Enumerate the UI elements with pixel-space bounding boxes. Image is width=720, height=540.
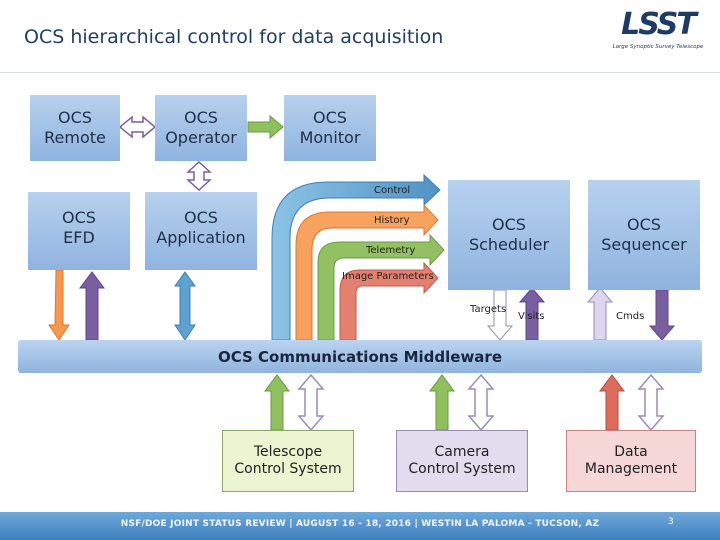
- box-line: Scheduler: [468, 235, 550, 254]
- middleware-bar: OCS Communications Middleware: [18, 340, 702, 373]
- box-line: EFD: [63, 228, 95, 247]
- camera-green-arrow: [429, 374, 455, 431]
- targets-label: Targets: [470, 304, 507, 315]
- camera-white-arrow: [467, 373, 495, 432]
- visits-arrow: [518, 287, 546, 341]
- data-salmon-arrow: [599, 374, 625, 431]
- box-line: Management: [584, 461, 678, 477]
- data-white-arrow: [637, 373, 665, 432]
- telemetry-arrow: [317, 233, 445, 341]
- visits-label: Visits: [518, 311, 545, 322]
- operator-application-arrow: [186, 160, 212, 192]
- cmds-arrow: [586, 287, 614, 341]
- box-line: Monitor: [299, 128, 361, 147]
- cmds-label: Cmds: [616, 311, 645, 322]
- logo-mark: LSST: [621, 7, 697, 42]
- footer-text: NSF/DOE JOINT STATUS REVIEW | AUGUST 16 …: [120, 519, 600, 529]
- lsst-logo: LSST Large Synoptic Survey Telescope: [608, 8, 708, 58]
- box-line: Operator: [165, 128, 237, 147]
- box-line: OCS: [58, 108, 92, 127]
- telescope-green-arrow: [264, 374, 290, 431]
- box-line: OCS: [62, 208, 96, 227]
- box-line: OCS: [184, 108, 218, 127]
- box-line: OCS: [184, 208, 218, 227]
- slide-title: OCS hierarchical control for data acquis…: [24, 26, 444, 48]
- box-line: OCS: [492, 215, 526, 234]
- box-line: Control System: [408, 461, 516, 477]
- operator-monitor-arrow: [247, 114, 284, 140]
- control-label: Control: [374, 185, 411, 196]
- box-line: Application: [156, 228, 246, 247]
- box-line: Sequencer: [601, 235, 687, 254]
- box-line: Data: [614, 443, 648, 460]
- sequencer-purple-arrow: [648, 289, 676, 341]
- targets-arrow: [486, 289, 514, 341]
- remote-operator-arrow: [118, 115, 157, 139]
- box-line: Control System: [234, 461, 342, 477]
- image-parameters-arrow: [339, 261, 439, 341]
- telemetry-label: Telemetry: [366, 245, 416, 256]
- application-blue-arrow: [174, 271, 196, 341]
- box-line: Camera: [434, 443, 490, 460]
- telescope-white-arrow: [297, 373, 325, 432]
- efd-orange-arrow: [48, 269, 70, 341]
- middleware-label: OCS Communications Middleware: [217, 348, 502, 366]
- logo-subtitle: Large Synoptic Survey Telescope: [612, 44, 704, 50]
- box-line: OCS: [627, 215, 661, 234]
- box-line: Remote: [44, 128, 106, 147]
- efd-purple-arrow: [79, 271, 105, 341]
- history-label: History: [374, 215, 410, 226]
- control-arrow: [271, 173, 441, 341]
- footer-bar: NSF/DOE JOINT STATUS REVIEW | AUGUST 16 …: [0, 512, 720, 540]
- box-line: OCS: [313, 108, 347, 127]
- page-number: 3: [668, 517, 674, 527]
- title-bar: OCS hierarchical control for data acquis…: [0, 0, 720, 73]
- history-arrow: [295, 203, 439, 341]
- box-line: Telescope: [253, 443, 323, 460]
- image-parameters-label: Image Parameters: [342, 271, 434, 282]
